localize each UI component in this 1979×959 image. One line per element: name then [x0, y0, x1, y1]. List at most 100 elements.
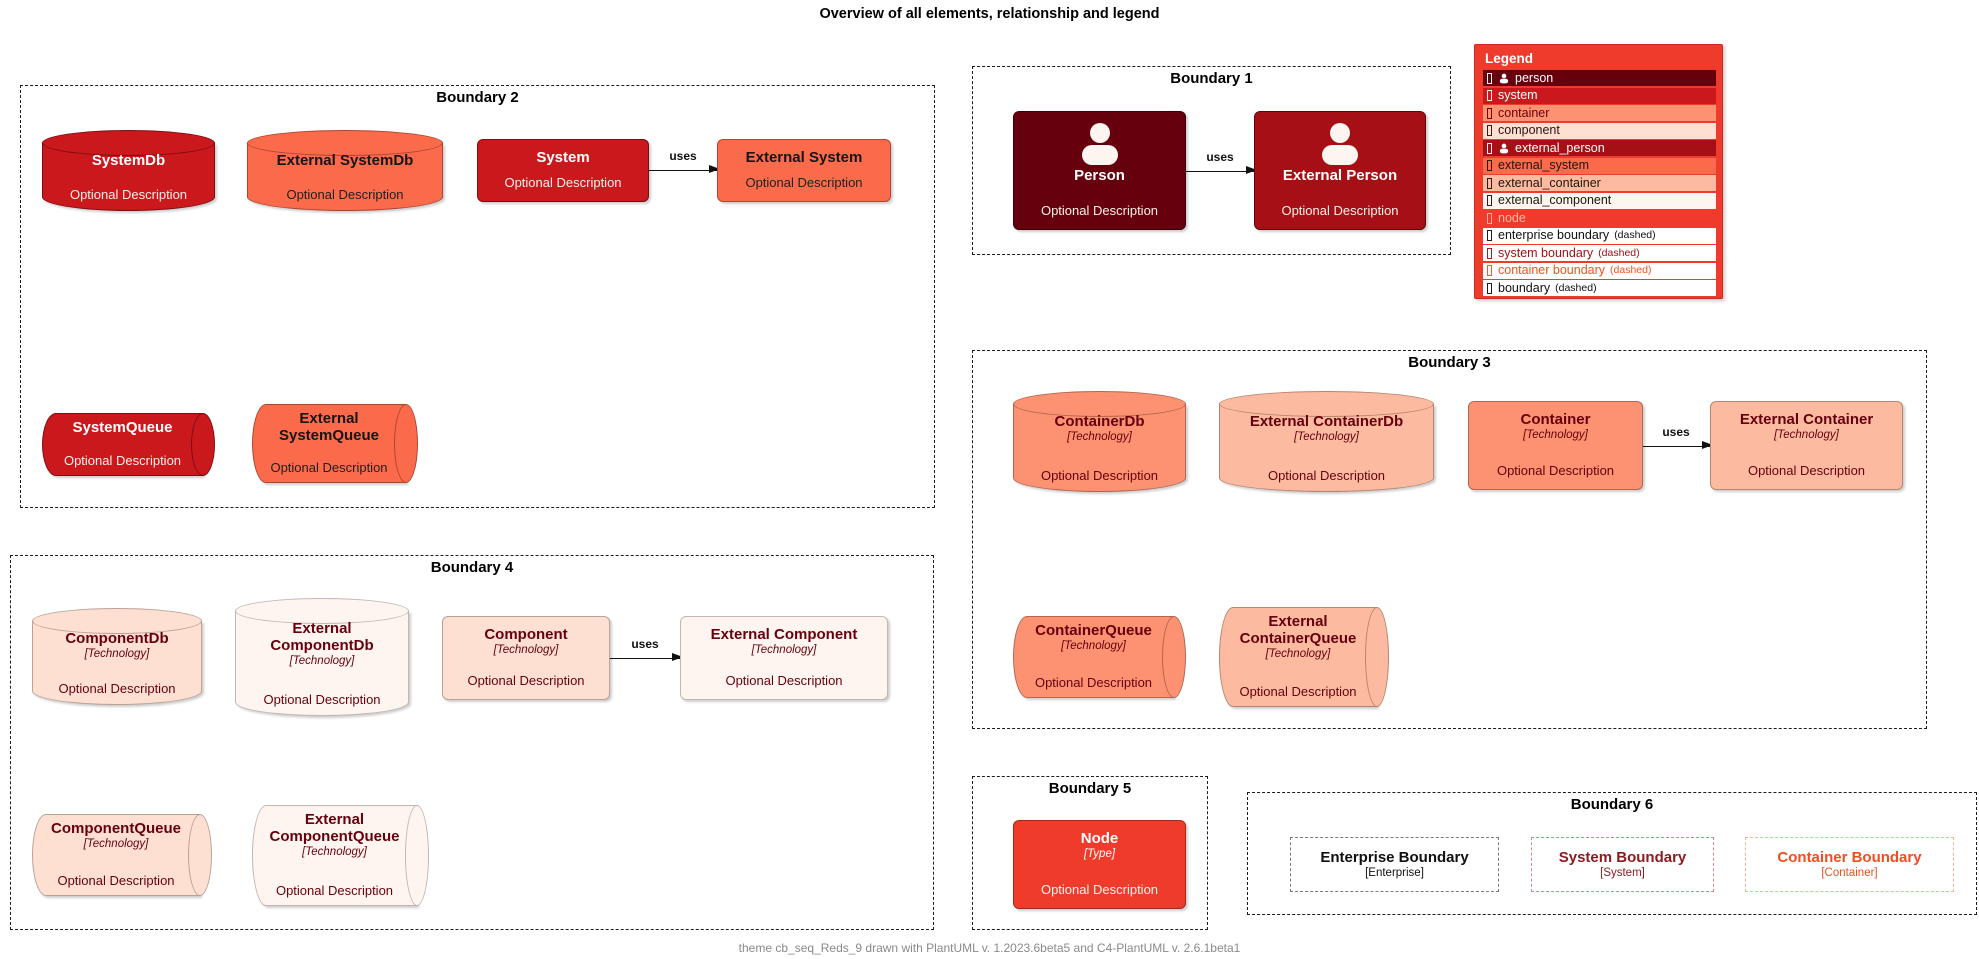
systemqueue-description: Optional Description	[63, 453, 182, 469]
glyph-box-icon	[1487, 265, 1492, 276]
component-box: Component [Technology] Optional Descript…	[442, 616, 610, 700]
external-person-box: External Person Optional Description	[1254, 111, 1426, 230]
legend-row-label: component	[1498, 123, 1560, 138]
person-title: Person	[1074, 167, 1125, 184]
node-title: Node	[1080, 830, 1119, 847]
legend-row-label: person	[1515, 70, 1554, 85]
componentqueue-technology: [Technology]	[83, 838, 149, 851]
legend-row-suffix: (dashed)	[1598, 246, 1640, 259]
person-icon	[1499, 73, 1509, 83]
legend-row-system-boundary: system boundary (dashed)	[1483, 245, 1716, 261]
containerdb-title: ContainerDb	[1054, 413, 1145, 430]
external-containerdb-technology: [Technology]	[1294, 431, 1359, 444]
boundary-5-label: Boundary 5	[1048, 780, 1132, 797]
cylinder-lid	[1219, 391, 1434, 417]
cylinder-lid	[247, 130, 443, 156]
queue-cap	[188, 814, 212, 896]
boundary-3: Boundary 3	[972, 350, 1927, 729]
person-box: Person Optional Description	[1013, 111, 1186, 230]
boundary-2: Boundary 2	[20, 85, 935, 508]
queue-body	[1013, 616, 1174, 698]
componentqueue-description: Optional Description	[57, 873, 175, 889]
enterprise-boundary: Enterprise Boundary [Enterprise]	[1290, 837, 1499, 892]
containerqueue-cylinder: ContainerQueue [Technology] Optional Des…	[1013, 616, 1186, 698]
uses-label: uses	[1206, 150, 1234, 164]
glyph-box-icon	[1487, 72, 1492, 84]
container-boundary-type: [Container]	[1821, 867, 1878, 879]
person-icon	[1081, 123, 1118, 165]
componentdb-technology: [Technology]	[84, 648, 150, 661]
legend-row-suffix: (dashed)	[1555, 281, 1597, 294]
legend-row-container: container	[1483, 105, 1716, 121]
systemqueue-cylinder: SystemQueue Optional Description	[42, 413, 215, 476]
external-systemdb-description: Optional Description	[286, 187, 404, 203]
external-system-description: Optional Description	[745, 175, 863, 191]
glyph-box-icon	[1487, 247, 1492, 259]
legend-row-label: external_component	[1498, 193, 1612, 208]
external-person-title: External Person	[1282, 167, 1398, 184]
external-componentdb-description: Optional Description	[263, 692, 381, 708]
cylinder-body	[1013, 404, 1186, 492]
cylinder-body	[235, 611, 409, 716]
queue-body	[1219, 607, 1377, 707]
legend-row-external-container: external_container	[1483, 175, 1716, 191]
system-box: System Optional Description	[477, 139, 649, 202]
container-boundary-title: Container Boundary	[1777, 848, 1922, 866]
legend-row-person: person	[1483, 70, 1716, 86]
queue-cap	[191, 413, 215, 476]
boundary-4: Boundary 4	[10, 555, 934, 930]
uses-arrow-b1	[1186, 166, 1257, 175]
container-description: Optional Description	[1496, 463, 1615, 479]
boundary-6: Boundary 6	[1247, 792, 1977, 915]
glyph-box-icon	[1487, 212, 1492, 224]
person-icon	[1499, 143, 1509, 153]
component-technology: [Technology]	[493, 644, 559, 657]
cylinder-lid	[1013, 391, 1186, 417]
legend-row-label: external_person	[1515, 140, 1605, 155]
component-title: Component	[484, 626, 568, 643]
system-boundary-type: [System]	[1600, 867, 1645, 879]
glyph-box-icon	[1487, 142, 1492, 154]
legend-row-enterprise-boundary: enterprise boundary (dashed)	[1483, 227, 1716, 244]
systemqueue-title: SystemQueue	[72, 419, 173, 436]
legend-row-label: external_system	[1498, 158, 1590, 173]
external-component-description: Optional Description	[725, 673, 843, 689]
legend-row-suffix: (dashed)	[1614, 229, 1656, 242]
node-description: Optional Description	[1040, 882, 1159, 898]
glyph-box-icon	[1487, 90, 1492, 101]
uses-arrow-b3	[1643, 441, 1713, 450]
containerdb-description: Optional Description	[1040, 468, 1159, 484]
external-systemdb-cylinder: External SystemDb Optional Description	[247, 130, 443, 211]
componentdb-title: ComponentDb	[65, 630, 169, 647]
boundary-6-label: Boundary 6	[1570, 796, 1654, 813]
queue-cap	[1162, 616, 1186, 698]
container-technology: [Technology]	[1523, 429, 1588, 442]
uses-label: uses	[1662, 425, 1690, 439]
component-description: Optional Description	[467, 673, 585, 689]
external-containerqueue-description: Optional Description	[1239, 684, 1357, 700]
external-componentdb-title: External ComponentDb	[270, 620, 374, 655]
enterprise-boundary-title: Enterprise Boundary	[1320, 848, 1469, 866]
containerqueue-description: Optional Description	[1034, 675, 1153, 691]
legend-row-label: container	[1498, 105, 1550, 120]
container-boundary: Container Boundary [Container]	[1745, 837, 1954, 892]
legend-row-external-component: external_component	[1483, 192, 1716, 209]
external-containerqueue-title: External ContainerQueue	[1239, 613, 1357, 648]
external-componentqueue-description: Optional Description	[275, 883, 394, 899]
cylinder-body	[32, 621, 202, 705]
componentqueue-title: ComponentQueue	[51, 820, 181, 837]
glyph-box-icon	[1487, 177, 1492, 189]
external-systemqueue-cylinder: External SystemQueue Optional Descriptio…	[252, 404, 418, 483]
legend-title: Legend	[1485, 51, 1534, 66]
legend: Legend person system container component…	[1474, 44, 1723, 299]
external-systemqueue-title: External SystemQueue	[278, 410, 380, 445]
external-containerqueue-cylinder: External ContainerQueue [Technology] Opt…	[1219, 607, 1389, 707]
external-componentdb-technology: [Technology]	[289, 655, 355, 668]
queue-body	[252, 805, 417, 906]
legend-row-label: system	[1498, 88, 1538, 103]
componentqueue-cylinder: ComponentQueue [Technology] Optional Des…	[32, 814, 212, 896]
legend-row-label: system boundary	[1498, 245, 1594, 260]
external-containerdb-title: External ContainerDb	[1249, 413, 1404, 430]
legend-row-label: boundary	[1498, 280, 1551, 295]
boundary-4-label: Boundary 4	[430, 559, 514, 576]
